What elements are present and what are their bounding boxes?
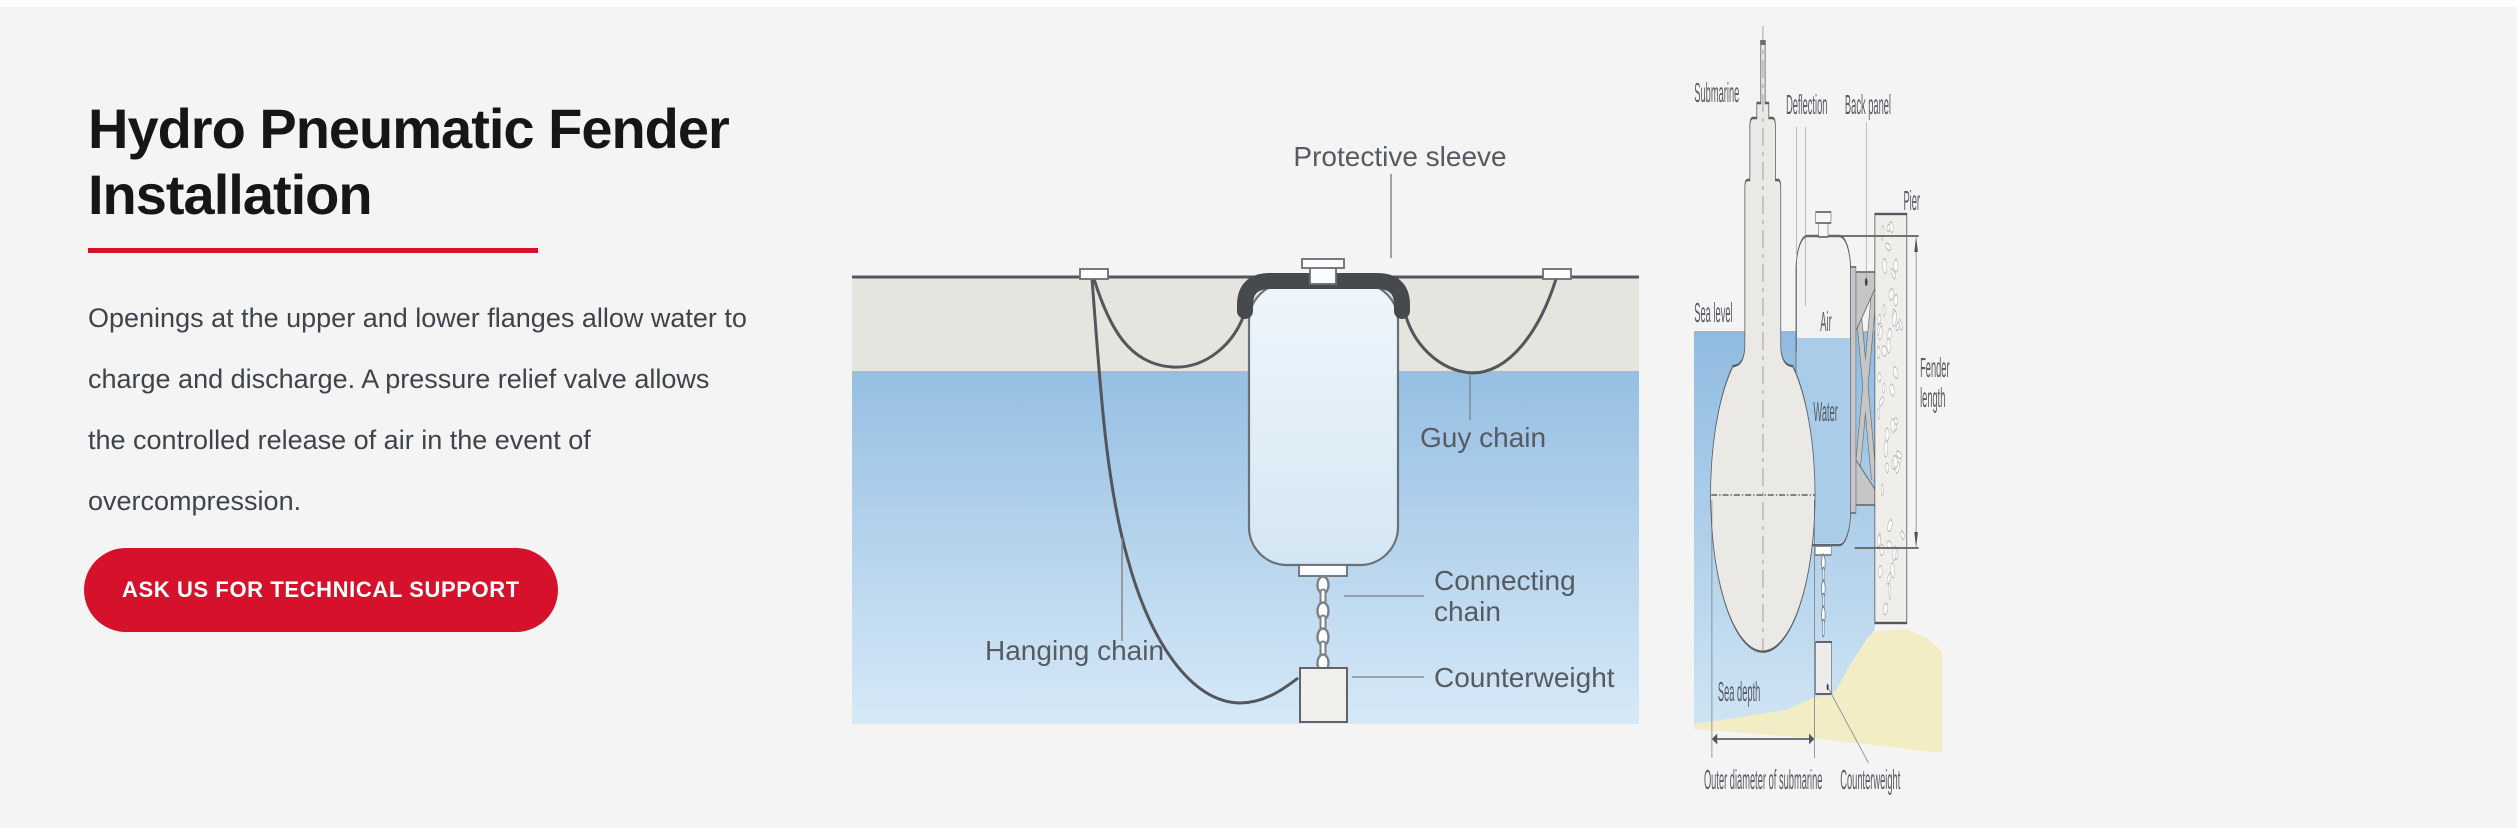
pier-column bbox=[1874, 212, 1908, 625]
leader-lines bbox=[1121, 174, 1471, 678]
label-fender-length: Fender length bbox=[1920, 353, 1952, 414]
label-protective-sleeve: Protective sleeve bbox=[1293, 141, 1506, 172]
label-air: Air bbox=[1820, 307, 1831, 338]
sea-bed-sand bbox=[1693, 629, 1943, 753]
counterweight-block bbox=[1299, 667, 1348, 723]
bottom-flange bbox=[1298, 564, 1348, 577]
intro-section: Hydro Pneumatic Fender Installation bbox=[88, 96, 768, 228]
mooring-diagram: Submarine Deflection Back panel Pier Sea… bbox=[1693, 26, 1952, 796]
counterweight-block bbox=[1815, 641, 1832, 695]
leader-lines bbox=[1796, 122, 1869, 764]
label-counterweight: Counterweight bbox=[1840, 765, 1900, 796]
fender-valve-cap bbox=[1815, 211, 1832, 224]
counterweight-chain-links bbox=[1821, 553, 1826, 638]
guy-chain-right bbox=[1402, 278, 1558, 375]
sea-water bbox=[852, 371, 1639, 724]
installation-diagram: Protective sleeve Guy chain Connecting c… bbox=[852, 141, 1639, 724]
dimension-arrowheads bbox=[1711, 236, 1918, 745]
pier-pebbles bbox=[1876, 221, 1905, 616]
dimension-lines bbox=[1711, 235, 1919, 758]
fender-body bbox=[1247, 281, 1400, 567]
label-sea-level: Sea level bbox=[1694, 298, 1732, 329]
back-panel-dot bbox=[1864, 278, 1868, 286]
label-connecting-chain: Connecting chain bbox=[1434, 565, 1583, 627]
technical-support-button[interactable]: ASK US FOR TECHNICAL SUPPORT bbox=[84, 548, 558, 632]
label-guy-chain: Guy chain bbox=[1420, 422, 1546, 453]
anchor-plate-right bbox=[1542, 268, 1572, 280]
counterweight-dot bbox=[1826, 683, 1829, 691]
submarine-centerlines bbox=[1711, 26, 1816, 650]
label-counterweight: Counterweight bbox=[1434, 662, 1615, 693]
label-hanging-chain: Hanging chain bbox=[985, 635, 1164, 666]
intro-description: Openings at the upper and lower flanges … bbox=[88, 303, 747, 516]
submarine-hull bbox=[1710, 26, 1816, 653]
label-water: Water bbox=[1813, 397, 1838, 428]
label-pier: Pier bbox=[1903, 186, 1920, 217]
truss-post bbox=[1850, 266, 1857, 514]
guy-chain-left bbox=[1092, 278, 1248, 369]
top-flange-cap bbox=[1301, 258, 1345, 269]
anchor-plate-left bbox=[1079, 268, 1109, 280]
label-back-panel: Back panel bbox=[1845, 90, 1891, 121]
accent-rule bbox=[88, 248, 538, 253]
label-deflection: Deflection bbox=[1786, 90, 1827, 121]
page-title: Hydro Pneumatic Fender Installation bbox=[88, 97, 730, 226]
hanging-chain-line bbox=[1090, 278, 1299, 705]
fender-valve-neck bbox=[1818, 221, 1829, 238]
back-panel-truss bbox=[1850, 266, 1877, 514]
page-top-strip bbox=[0, 0, 2517, 7]
label-submarine: Submarine bbox=[1694, 78, 1739, 109]
label-outer-diameter: Outer diameter of submarine bbox=[1704, 765, 1822, 796]
label-sea-depth: Sea depth bbox=[1718, 677, 1760, 708]
